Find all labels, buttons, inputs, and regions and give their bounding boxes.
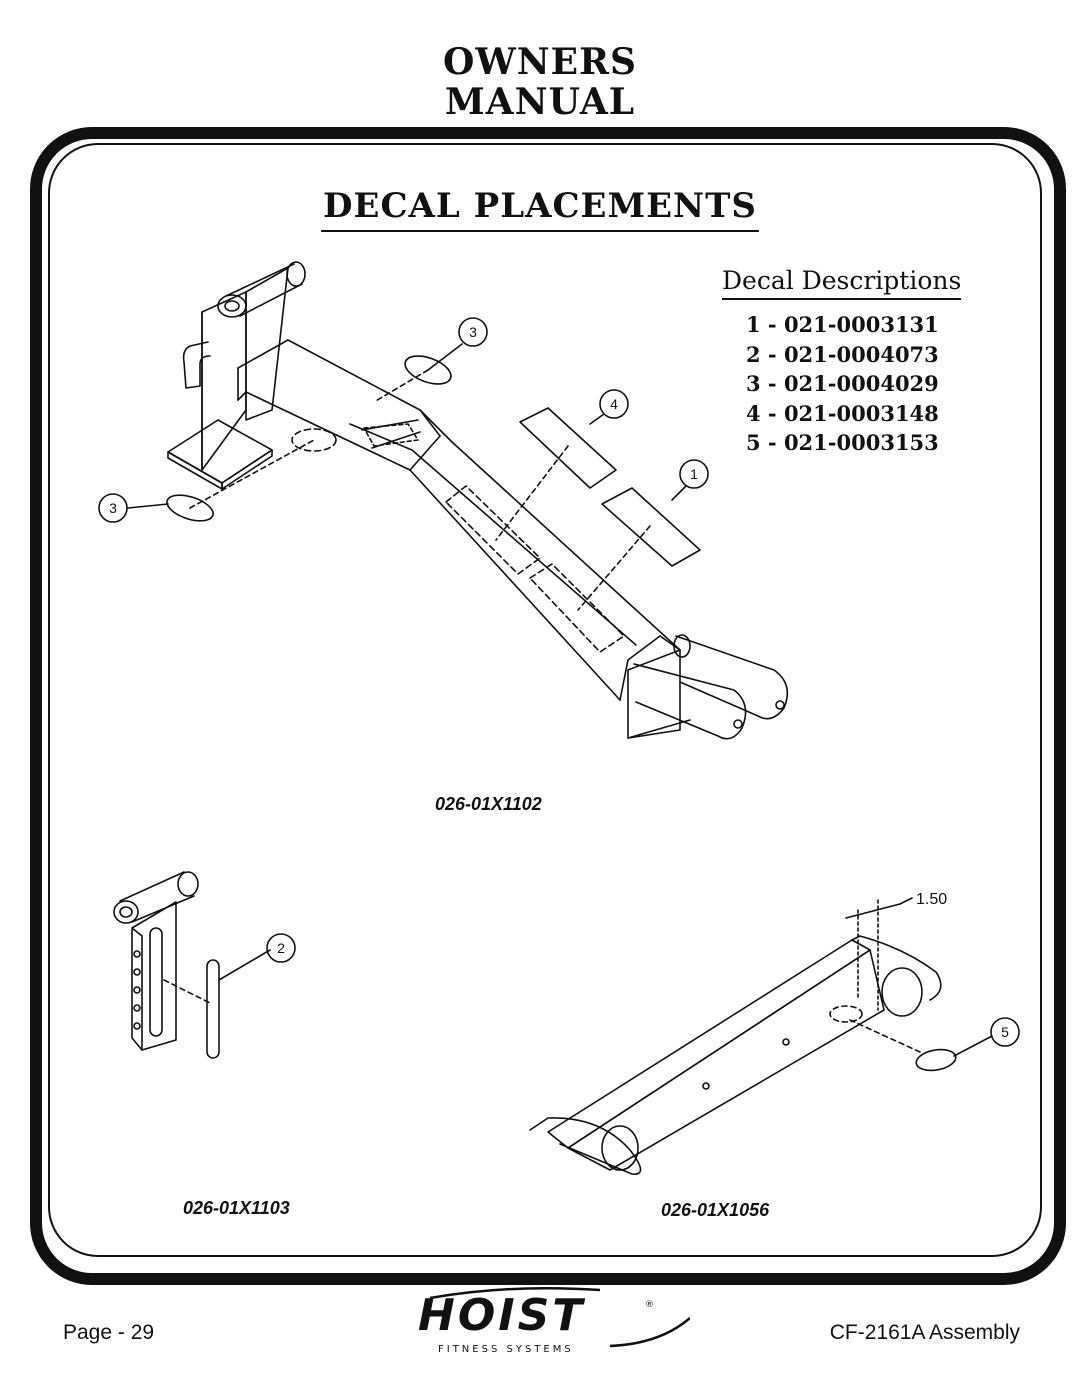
manual-title-line2: MANUAL (444, 81, 636, 123)
balloon-5: 5 (990, 1017, 1020, 1047)
upright-drawing (113, 871, 271, 1059)
section-title: DECAL PLACEMENTS (0, 186, 1080, 232)
balloon-5-label: 5 (1001, 1024, 1009, 1040)
balloon-2: 2 (266, 933, 296, 963)
balloon-3-upper-label: 3 (469, 324, 477, 340)
part-number-base: 026-01X1056 (661, 1200, 770, 1220)
decal-item: 5 - 021-0003153 (746, 430, 939, 455)
manual-title: OWNERS MANUAL (0, 42, 1080, 122)
balloon-1-label: 1 (690, 466, 698, 482)
balloon-4: 4 (599, 389, 629, 419)
decal-item: 1 - 021-0003131 (746, 312, 939, 337)
decal-descriptions-list: 1 - 021-0003131 2 - 021-0004073 3 - 021-… (746, 310, 939, 458)
dimension-label: 1.50 (916, 891, 947, 908)
manual-title-line1: OWNERS (442, 41, 638, 83)
decal-item: 4 - 021-0003148 (746, 400, 939, 426)
logo-registered-mark: ® (645, 1300, 654, 1310)
balloon-3-lower: 3 (98, 493, 128, 523)
model-assembly: CF-2161A Assembly (829, 1321, 1020, 1344)
balloon-3-lower-label: 3 (109, 500, 117, 516)
page-frame (30, 127, 1066, 1285)
part-number-upright: 026-01X1103 (183, 1198, 290, 1218)
decal-item: 3 - 021-0004029 (746, 371, 939, 396)
decal-descriptions-heading: Decal Descriptions (722, 266, 962, 300)
balloon-2-label: 2 (277, 940, 285, 956)
logo-brand: HOIST (418, 1290, 586, 1341)
page-number: Page - 29 (63, 1321, 155, 1344)
hoist-logo-icon (429, 1286, 690, 1348)
section-title-text: DECAL PLACEMENTS (321, 186, 759, 232)
balloon-1: 1 (679, 459, 709, 489)
logo-subtitle: FITNESS SYSTEMS (438, 1344, 574, 1355)
page-frame-inner (48, 143, 1042, 1257)
decal-item: 2 - 021-0004073 (746, 341, 939, 367)
part-number-main: 026-01X1102 (435, 794, 542, 814)
main-frame-drawing (127, 261, 789, 740)
base-drawing (529, 897, 993, 1175)
balloon-4-label: 4 (610, 396, 618, 412)
balloon-3-upper: 3 (458, 317, 488, 347)
